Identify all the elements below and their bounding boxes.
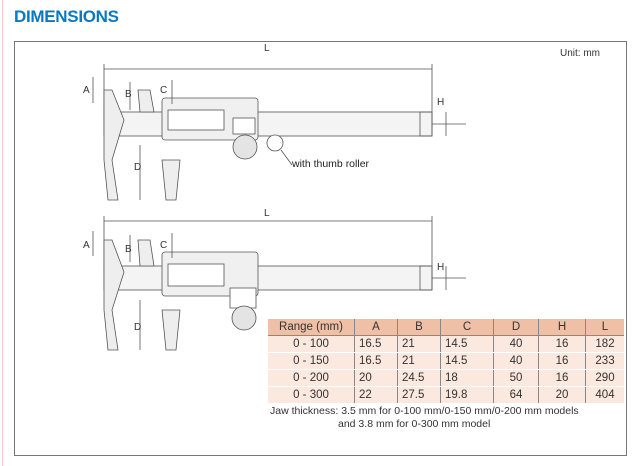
cell: 40 (493, 352, 539, 370)
cell: 404 (585, 386, 624, 404)
cell: 0 - 200 (268, 369, 355, 387)
cell: 22 (354, 386, 398, 404)
cell: 19.8 (440, 386, 494, 404)
note-line-1: Jaw thickness: 3.5 mm for 0-100 mm/0-150… (270, 405, 579, 417)
dim-D-1: D (134, 162, 141, 173)
cell: 0 - 300 (268, 386, 355, 404)
cell: 290 (585, 369, 624, 387)
jaw-thickness-note: Jaw thickness: 3.5 mm for 0-100 mm/0-150… (270, 405, 579, 431)
cell: 16.5 (354, 352, 398, 370)
cell: 16 (538, 369, 586, 387)
cell: 20 (538, 386, 586, 404)
dim-H-2: H (437, 262, 444, 273)
cell: 233 (585, 352, 624, 370)
header-d: D (493, 319, 539, 336)
cell: 24.5 (397, 369, 441, 387)
unit-label: Unit: mm (560, 48, 600, 59)
note-line-2: and 3.8 mm for 0-300 mm model (338, 418, 491, 430)
header-h: H (538, 319, 586, 336)
caliper-standard (92, 216, 466, 351)
dim-A-1: A (83, 85, 90, 96)
cell: 64 (493, 386, 539, 404)
cell: 21 (397, 335, 441, 353)
cell: 16 (538, 352, 586, 370)
cell: 18 (440, 369, 494, 387)
table-header-row: Range (mm) A B C D H L (268, 319, 624, 336)
diagram-frame (14, 41, 627, 456)
cell: 21 (397, 352, 441, 370)
page-edge (2, 0, 3, 466)
cell: 50 (493, 369, 539, 387)
dim-C-2: C (160, 240, 167, 251)
header-b: B (397, 319, 441, 336)
dim-L-2: L (264, 208, 270, 219)
page-title: DIMENSIONS (14, 7, 119, 26)
dim-B-1: B (125, 89, 132, 100)
cell: 0 - 100 (268, 335, 355, 353)
cell: 27.5 (397, 386, 441, 404)
dim-A-2: A (83, 240, 90, 251)
cell: 16.5 (354, 335, 398, 353)
dim-H-1: H (437, 97, 444, 108)
cell: 0 - 150 (268, 352, 355, 370)
header-l: L (585, 319, 624, 336)
cell: 20 (354, 369, 398, 387)
header-range: Range (mm) (268, 319, 355, 336)
cell: 14.5 (440, 352, 494, 370)
cell: 182 (585, 335, 624, 353)
cell: 14.5 (440, 335, 494, 353)
caliper-with-thumb-roller (92, 64, 466, 201)
header-a: A (354, 319, 398, 336)
header-c: C (440, 319, 494, 336)
dim-C-1: C (160, 85, 167, 96)
cell: 40 (493, 335, 539, 353)
dim-L-1: L (264, 43, 270, 54)
cell: 16 (538, 335, 586, 353)
dim-B-2: B (125, 244, 132, 255)
dim-D-2: D (134, 322, 141, 333)
thumb-roller-callout: with thumb roller (292, 158, 370, 170)
